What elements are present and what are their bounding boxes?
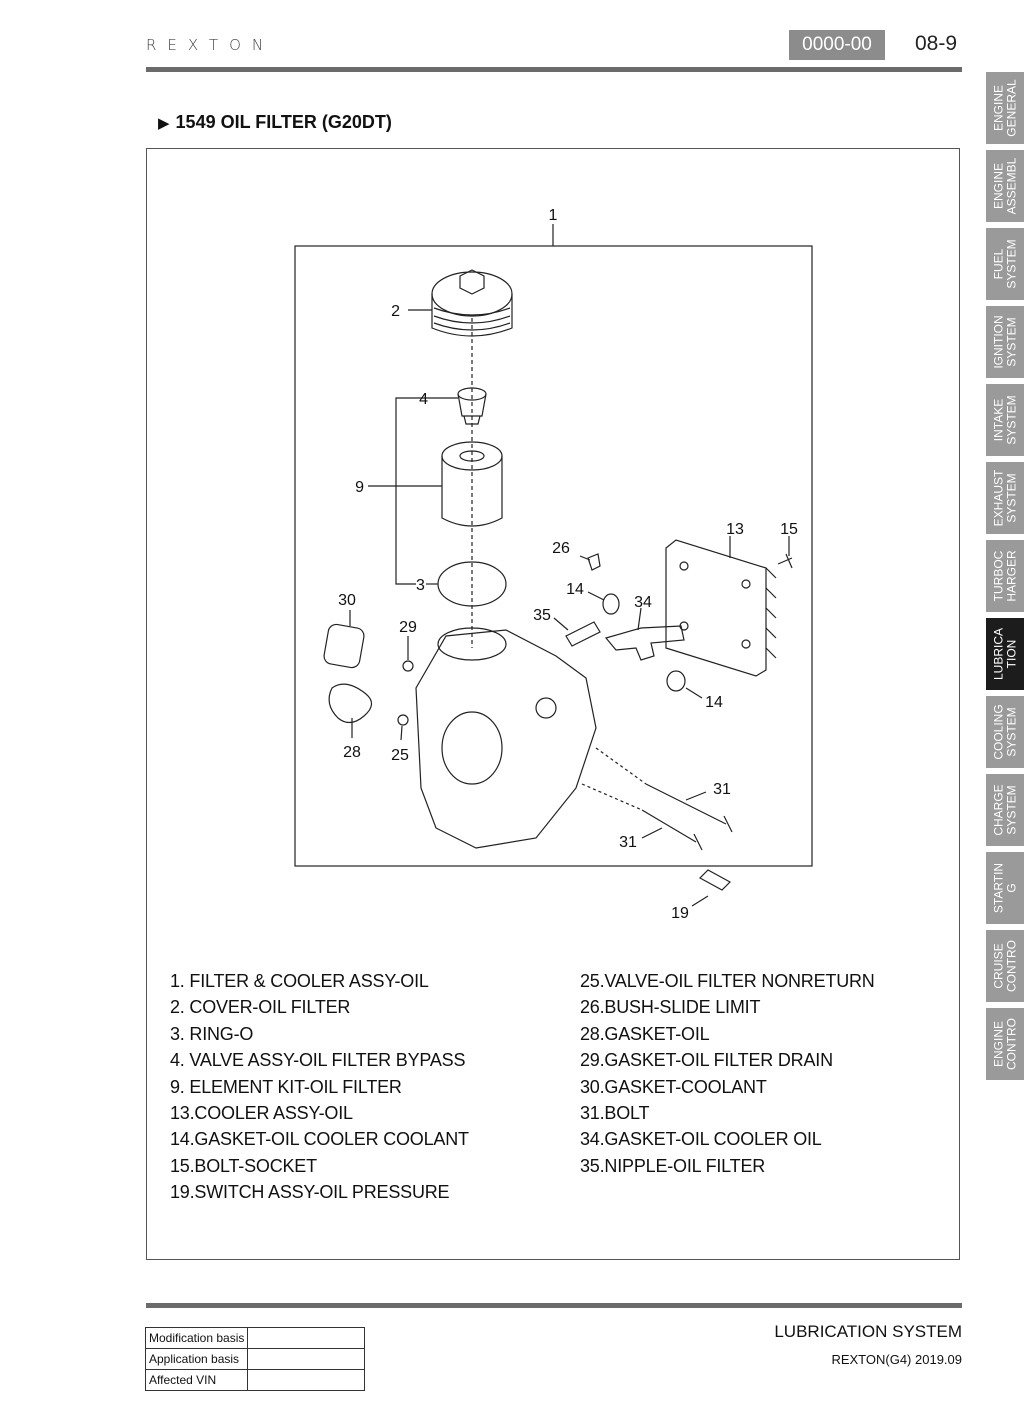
list-item: 35.NIPPLE-OIL FILTER [580, 1155, 766, 1176]
callout-label: 29 [399, 619, 417, 636]
callout-label: 14 [566, 581, 584, 598]
tab-label: CHARGE SYSTEM [991, 784, 1019, 836]
header-divider [146, 67, 962, 72]
list-item: 29.GASKET-OIL FILTER DRAIN [580, 1050, 833, 1071]
cover-oil-filter-part [431, 269, 513, 337]
callout-label: 19 [671, 905, 689, 922]
tab-label: INTAKE SYSTEM [991, 395, 1019, 445]
list-item: 13.COOLER ASSY-OIL [170, 1103, 353, 1124]
callout-label: 26 [552, 540, 570, 557]
table-row: Application basis [144, 1348, 366, 1370]
list-item: 30.GASKET-COOLANT [580, 1076, 767, 1097]
list-item: 1. FILTER & COOLER ASSY-OIL [170, 971, 429, 991]
tab-fuel-system[interactable]: FUEL SYSTEM [986, 228, 1024, 300]
footer-divider [146, 1303, 962, 1308]
oil-gasket-part [328, 683, 373, 724]
exploded-parts-diagram: 1 2 4 9 3 13 15 26 14 34 35 30 29 14 28 … [294, 207, 813, 922]
tab-engine-general[interactable]: ENGINE GENERAL [986, 72, 1024, 144]
section-title-text: 1549 OIL FILTER (G20DT) [175, 112, 392, 132]
bush-part [587, 553, 601, 571]
callout-label: 31 [619, 834, 637, 851]
footer-title: LUBRICATION SYSTEM [774, 1322, 962, 1341]
callout-label: 14 [705, 694, 723, 711]
tab-lubrication[interactable]: LUBRICA TION [986, 618, 1024, 690]
table-cell-label: Application basis [144, 1348, 249, 1370]
pressure-switch-part [699, 869, 731, 891]
tab-label: ENGINE ASSEMBL [991, 157, 1019, 215]
tab-intake-system[interactable]: INTAKE SYSTEM [986, 384, 1024, 456]
tab-charge-system[interactable]: CHARGE SYSTEM [986, 774, 1024, 846]
callout-label: 25 [391, 747, 409, 764]
table-cell-label: Affected VIN [144, 1369, 249, 1391]
footer-subtitle: REXTON(G4) 2019.09 [831, 1352, 962, 1367]
list-item: 4. VALVE ASSY-OIL FILTER BYPASS [170, 1050, 466, 1071]
callout-label: 4 [419, 391, 428, 408]
tab-label: STARTIN G [991, 862, 1019, 914]
list-item: 28.GASKET-OIL [580, 1023, 710, 1044]
parts-list-right: 25.VALVE-OIL FILTER NONRETURN 26.BUSH-SL… [580, 968, 875, 1179]
section-code-badge: 0000-00 [789, 30, 885, 60]
brand-logo: REXTON [146, 36, 275, 54]
tab-engine-control[interactable]: ENGINE CONTRO [986, 1008, 1024, 1080]
parts-list-left: 1. FILTER & COOLER ASSY-OIL 2. COVER-OIL… [170, 968, 469, 1206]
callout-label: 15 [780, 521, 798, 538]
callout-label: 13 [726, 521, 744, 538]
triangle-bullet-icon: ▶ [158, 115, 170, 132]
tab-exhaust-system[interactable]: EXHAUST SYSTEM [986, 462, 1024, 534]
tab-turbocharger[interactable]: TURBOC HARGER [986, 540, 1024, 612]
tab-label: EXHAUST SYSTEM [991, 469, 1019, 527]
tab-label: IGNITION SYSTEM [991, 315, 1019, 369]
tab-ignition-system[interactable]: IGNITION SYSTEM [986, 306, 1024, 378]
list-item: 15.BOLT-SOCKET [170, 1155, 317, 1176]
list-item: 26.BUSH-SLIDE LIMIT [580, 997, 761, 1018]
table-cell-value [247, 1369, 366, 1391]
list-item: 9. ELEMENT KIT-OIL FILTER [170, 1076, 402, 1097]
table-row: Modification basis [144, 1327, 366, 1349]
callout-label: 9 [355, 479, 364, 496]
tab-label: COOLING SYSTEM [991, 704, 1019, 760]
revision-info-table: Modification basis Application basis Aff… [144, 1327, 366, 1391]
list-item: 34.GASKET-OIL COOLER OIL [580, 1129, 822, 1150]
callout-label: 30 [338, 592, 356, 609]
list-item: 14.GASKET-OIL COOLER COOLANT [170, 1129, 469, 1150]
list-item: 3. RING-O [170, 1023, 254, 1044]
tab-cooling-system[interactable]: COOLING SYSTEM [986, 696, 1024, 768]
page-number: 08-9 [915, 32, 958, 55]
tab-cruise-control[interactable]: CRUISE CONTRO [986, 930, 1024, 1002]
tab-label: CRUISE CONTRO [991, 940, 1019, 992]
filter-element-part [441, 441, 503, 527]
callout-label: 28 [343, 744, 361, 761]
tab-label: ENGINE GENERAL [991, 79, 1019, 137]
list-item: 25.VALVE-OIL FILTER NONRETURN [580, 971, 875, 991]
callout-label: 2 [391, 303, 400, 320]
table-cell-value [247, 1327, 366, 1349]
table-cell-value [247, 1348, 366, 1370]
tab-label: LUBRICA TION [991, 628, 1019, 681]
cooler-gasket-part [604, 625, 685, 661]
callout-label: 3 [416, 577, 425, 594]
coolant-gasket-part [323, 623, 365, 669]
callout-label: 31 [713, 781, 731, 798]
tab-starting[interactable]: STARTIN G [986, 852, 1024, 924]
table-row: Affected VIN [144, 1369, 366, 1391]
nipple-part [565, 621, 601, 647]
socket-bolt-part [777, 553, 793, 569]
tab-engine-assembly[interactable]: ENGINE ASSEMBL [986, 150, 1024, 222]
filter-housing-part [415, 627, 597, 849]
list-item: 31.BOLT [580, 1103, 650, 1124]
callout-label: 35 [533, 607, 551, 624]
callout-label: 34 [634, 594, 652, 611]
bolt-part [641, 783, 727, 843]
callout-label: 1 [549, 207, 558, 224]
valve-bypass-part [457, 387, 487, 425]
tab-label: TURBOC HARGER [991, 550, 1019, 602]
list-item: 2. COVER-OIL FILTER [170, 997, 351, 1018]
tab-label: FUEL SYSTEM [991, 239, 1019, 289]
tab-label: ENGINE CONTRO [991, 1018, 1019, 1070]
table-cell-label: Modification basis [144, 1327, 249, 1349]
diagram-frame [146, 148, 960, 1260]
list-item: 19.SWITCH ASSY-OIL PRESSURE [170, 1182, 450, 1203]
oil-cooler-part [665, 539, 777, 677]
section-title: ▶ 1549 OIL FILTER (G20DT) [158, 112, 392, 133]
